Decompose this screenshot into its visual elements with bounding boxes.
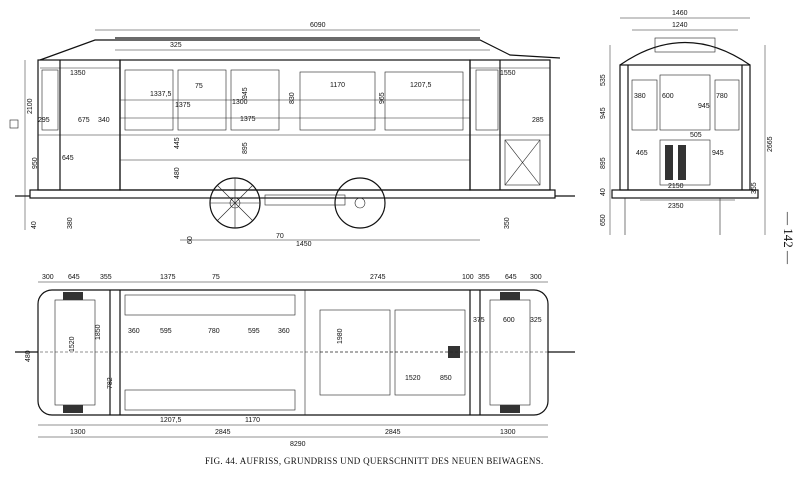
page-number: — 142 — [781,211,796,265]
plan-inner-5: 360 [278,328,290,335]
dim-bottom-1: 1450 [296,241,312,248]
dim-inner-8: 895 [242,142,249,154]
dim-seg-3: 1170 [330,82,345,89]
plan-top-2: 645 [68,274,80,281]
cs-height-6: 2665 [767,136,774,152]
plan-bottom-6: 1300 [500,429,516,436]
dim-inner-2: 1300 [232,99,248,106]
cs-height-5: 650 [600,214,607,226]
dim-overall-top: 6090 [310,22,326,29]
cs-height-3: 895 [600,157,607,169]
cs-label-7: 945 [712,150,724,157]
dim-inner-5: 945 [242,87,249,99]
plan-left-4: 782 [107,377,114,389]
cs-height-2: 945 [600,107,607,119]
dim-bottom-3: 350 [504,217,511,229]
dim-inner-10: 480 [174,167,181,179]
dim-height-4: 675 [78,117,90,124]
cs-label-2: 600 [662,93,674,100]
dim-seg-1: 1350 [70,70,86,77]
plan-top-10: 300 [530,274,542,281]
plan-bottom-4: 2845 [215,429,231,436]
dim-height-3: 645 [62,155,74,162]
cs-label-8: 2150 [668,183,684,190]
plan-inner-1: 360 [128,328,140,335]
plan-bottom-1: 1300 [70,429,86,436]
plan-top-3: 355 [100,274,112,281]
dim-inner-4: 75 [195,83,203,90]
dim-bottom-4: 380 [67,217,74,229]
plan-overall: 8290 [290,441,306,448]
plan-inner-8: 850 [440,375,452,382]
dim-seg-4: 1207,5 [410,82,432,89]
dim-height-6: 295 [38,117,50,124]
plan-top-5: 75 [212,274,220,281]
dim-inner-9: 445 [174,137,181,149]
plan-left-2: 1850 [95,324,102,340]
plan-inner-10: 600 [503,317,515,324]
cs-height-7: 355 [751,182,758,194]
cs-label-4: 945 [698,103,710,110]
plan-left-1: 1520 [69,336,76,352]
plan-inner-2: 595 [160,328,172,335]
cs-label-6: 465 [636,150,648,157]
plan-inner-11: 325 [530,317,542,324]
plan-top-6: 2745 [370,274,386,281]
cs-width-top: 1460 [672,10,688,17]
dim-inner-3: 1375 [240,116,256,123]
cs-height-1: 535 [600,74,607,86]
cs-width-inner: 1240 [672,22,688,29]
plan-bottom-2: 1207,5 [160,417,182,424]
plan-inner-4: 595 [248,328,260,335]
dim-bottom-5: 40 [31,221,38,229]
cross-section [609,17,766,235]
plan-top-4: 1375 [160,274,176,281]
plan-top-7: 100 [462,274,474,281]
plan-dimensions: 300 645 355 1375 75 2745 100 355 645 300… [25,274,542,448]
figure-caption: FIG. 44. AUFRISS, GRUNDRISS UND QUERSCHN… [205,456,544,466]
dim-inner-7: 965 [379,92,386,104]
cs-label-3: 780 [716,93,728,100]
dim-height-1: 2100 [27,98,34,114]
plan-top-1: 300 [42,274,54,281]
cross-section-dimensions: 1460 1240 380 600 780 945 505 465 945 21… [600,10,774,226]
dim-seg-2: 1375 [175,102,191,109]
dim-inner-1: 1337,5 [150,91,172,98]
dim-bottom-2: 70 [276,233,284,240]
plan-bottom-3: 1170 [245,417,260,424]
dim-height-7: 285 [532,117,544,124]
plan-inner-7: 1520 [405,375,421,382]
plan-inner-9: 375 [473,317,485,324]
plan-left-3: 480 [25,350,32,362]
dim-roof-rail: 325 [170,42,182,49]
side-elevation [9,29,575,241]
dim-inner-6: 830 [289,92,296,104]
cs-label-9: 2350 [668,203,684,210]
dim-height-5: 340 [98,117,110,124]
plan-top-8: 355 [478,274,490,281]
cs-height-4: 40 [600,188,607,196]
cs-label-5: 505 [690,132,702,139]
dim-bottom-6: 60 [187,236,194,244]
cs-label-1: 380 [634,93,646,100]
plan-inner-6: 1980 [337,328,344,344]
floor-plan [15,281,575,438]
dim-seg-5: 1550 [500,70,516,77]
plan-bottom-5: 2845 [385,429,401,436]
elevation-dimensions: 6090 325 1350 1375 1170 1207,5 1550 2100… [27,22,544,248]
dim-height-2: 950 [32,157,39,169]
plan-top-9: 645 [505,274,517,281]
plan-inner-3: 780 [208,328,220,335]
